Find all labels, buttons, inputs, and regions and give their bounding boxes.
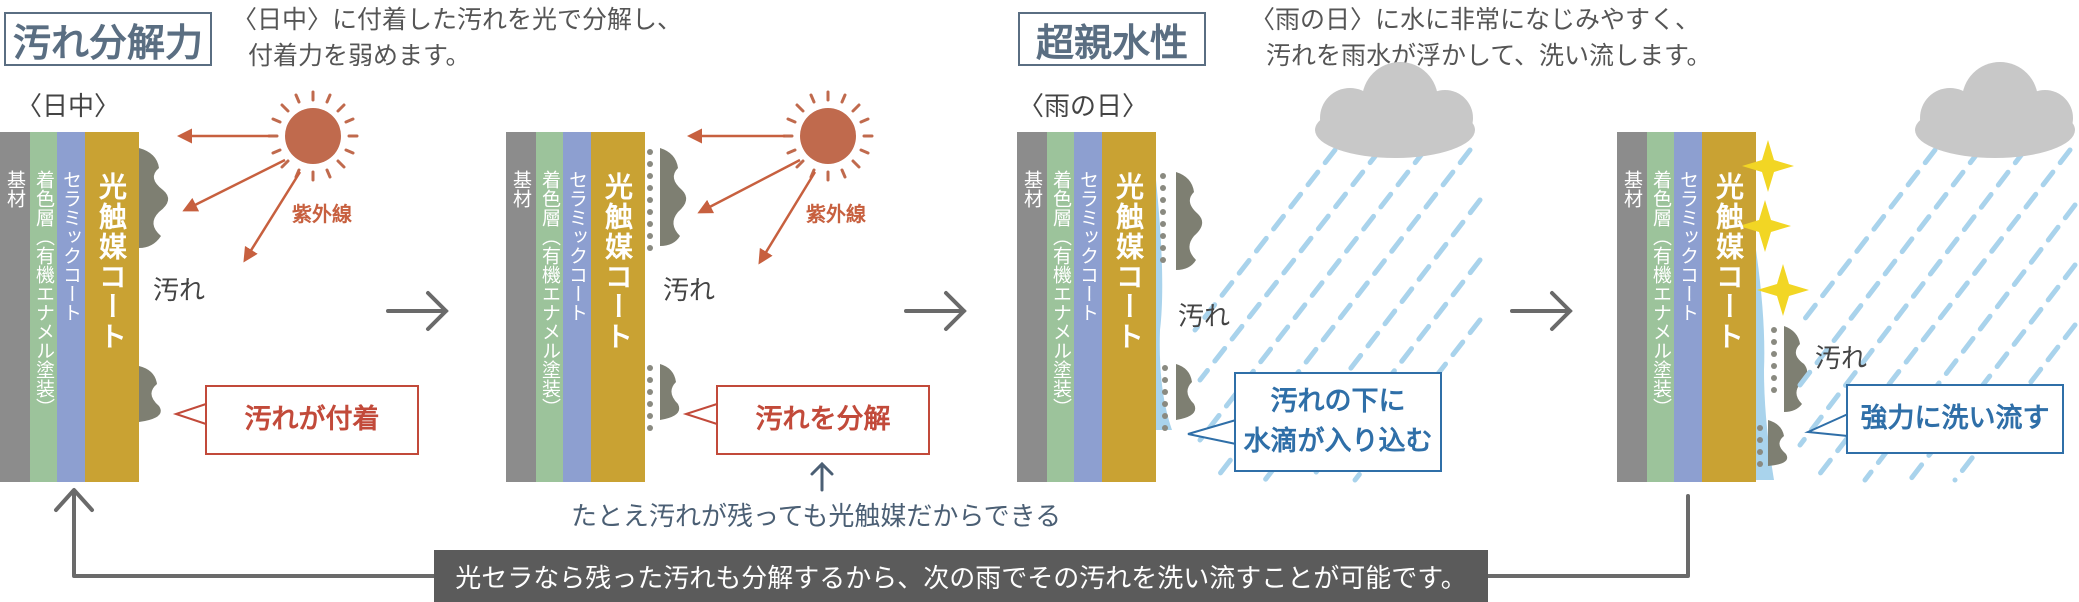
callout-water-line1: 汚れの下に (1270, 386, 1406, 417)
section-desc-photocatalysis-1: 〈日中〉に付着した汚れを光で分解し、 (232, 5, 683, 34)
callout-water-under-dirt: 汚れの下に 水滴が入り込む (1234, 372, 1442, 472)
uv-label: 紫外線 (806, 202, 866, 226)
layer-stack-panel3 (1017, 132, 1156, 482)
layer-label-ceramic: セラミックコート (60, 170, 82, 322)
section-title-photocatalysis: 汚れ分解力 (4, 12, 212, 66)
cloud-icon-panel3 (1315, 62, 1475, 158)
layer-label-photocatalyst: 光触媒コート (1112, 172, 1145, 352)
dirt-label: 汚れ (663, 276, 716, 306)
sparkle-icons (1739, 140, 1809, 316)
section-desc-hydrophilic-2: 汚れを雨水が浮かして、洗い流します。 (1266, 41, 1712, 70)
step-arrows (386, 291, 1573, 331)
layer-label-ceramic: セラミックコート (1677, 170, 1699, 322)
callout-dirt-decomposed: 汚れを分解 (716, 385, 930, 455)
layer-label-color: 着色層（有機エナメル塗装） (539, 170, 561, 417)
layer-label-color: 着色層（有機エナメル塗装） (1050, 170, 1072, 417)
scene-label-rainy: 〈雨の日〉 (1018, 92, 1149, 122)
layer-label-base: 基材 (1621, 170, 1643, 208)
cloud-icon-panel4 (1915, 62, 2075, 158)
callout-wash-away: 強力に洗い流す (1846, 384, 2064, 454)
dirt-label: 汚れ (153, 276, 206, 306)
layer-label-base: 基材 (510, 170, 532, 208)
sun-icon-panel2 (782, 90, 874, 182)
uv-rays-panel1 (177, 128, 302, 263)
layer-stack-panel1 (0, 132, 139, 482)
section-desc-photocatalysis-2: 付着力を弱めます。 (248, 41, 471, 70)
dirt-label: 汚れ (1178, 302, 1231, 332)
layer-label-color: 着色層（有機エナメル塗装） (1650, 170, 1672, 417)
layer-label-ceramic: セラミックコート (566, 170, 588, 322)
layer-stack-panel2 (506, 132, 645, 482)
layer-label-photocatalyst: 光触媒コート (601, 172, 634, 352)
note-photocatalyst: たとえ汚れが残っても光触媒だからできる (571, 502, 1062, 532)
layer-label-ceramic: セラミックコート (1077, 170, 1099, 322)
layer-stack-panel4 (1617, 132, 1756, 482)
layer-label-photocatalyst: 光触媒コート (1712, 172, 1745, 352)
callout-water-line2: 水滴が入り込む (1243, 426, 1433, 457)
scene-label-daytime: 〈日中〉 (16, 92, 121, 122)
section-desc-hydrophilic-1: 〈雨の日〉に水に非常になじみやすく、 (1250, 5, 1701, 34)
layer-label-base: 基材 (4, 170, 26, 208)
up-arrow-icon (810, 461, 834, 492)
callout-dirt-attached: 汚れが付着 (205, 385, 419, 455)
layer-label-photocatalyst: 光触媒コート (95, 172, 128, 352)
summary-banner: 光セラなら残った汚れも分解するから、次の雨でその汚れを洗い流すことが可能です。 (434, 550, 1488, 602)
uv-rays-panel2 (687, 128, 817, 265)
uv-label: 紫外線 (292, 202, 352, 226)
sun-icon-panel1 (267, 90, 359, 182)
layer-label-color: 着色層（有機エナメル塗装） (33, 170, 55, 417)
layer-label-base: 基材 (1021, 170, 1043, 208)
section-title-hydrophilic: 超親水性 (1018, 12, 1206, 66)
dirt-label: 汚れ (1815, 344, 1868, 374)
